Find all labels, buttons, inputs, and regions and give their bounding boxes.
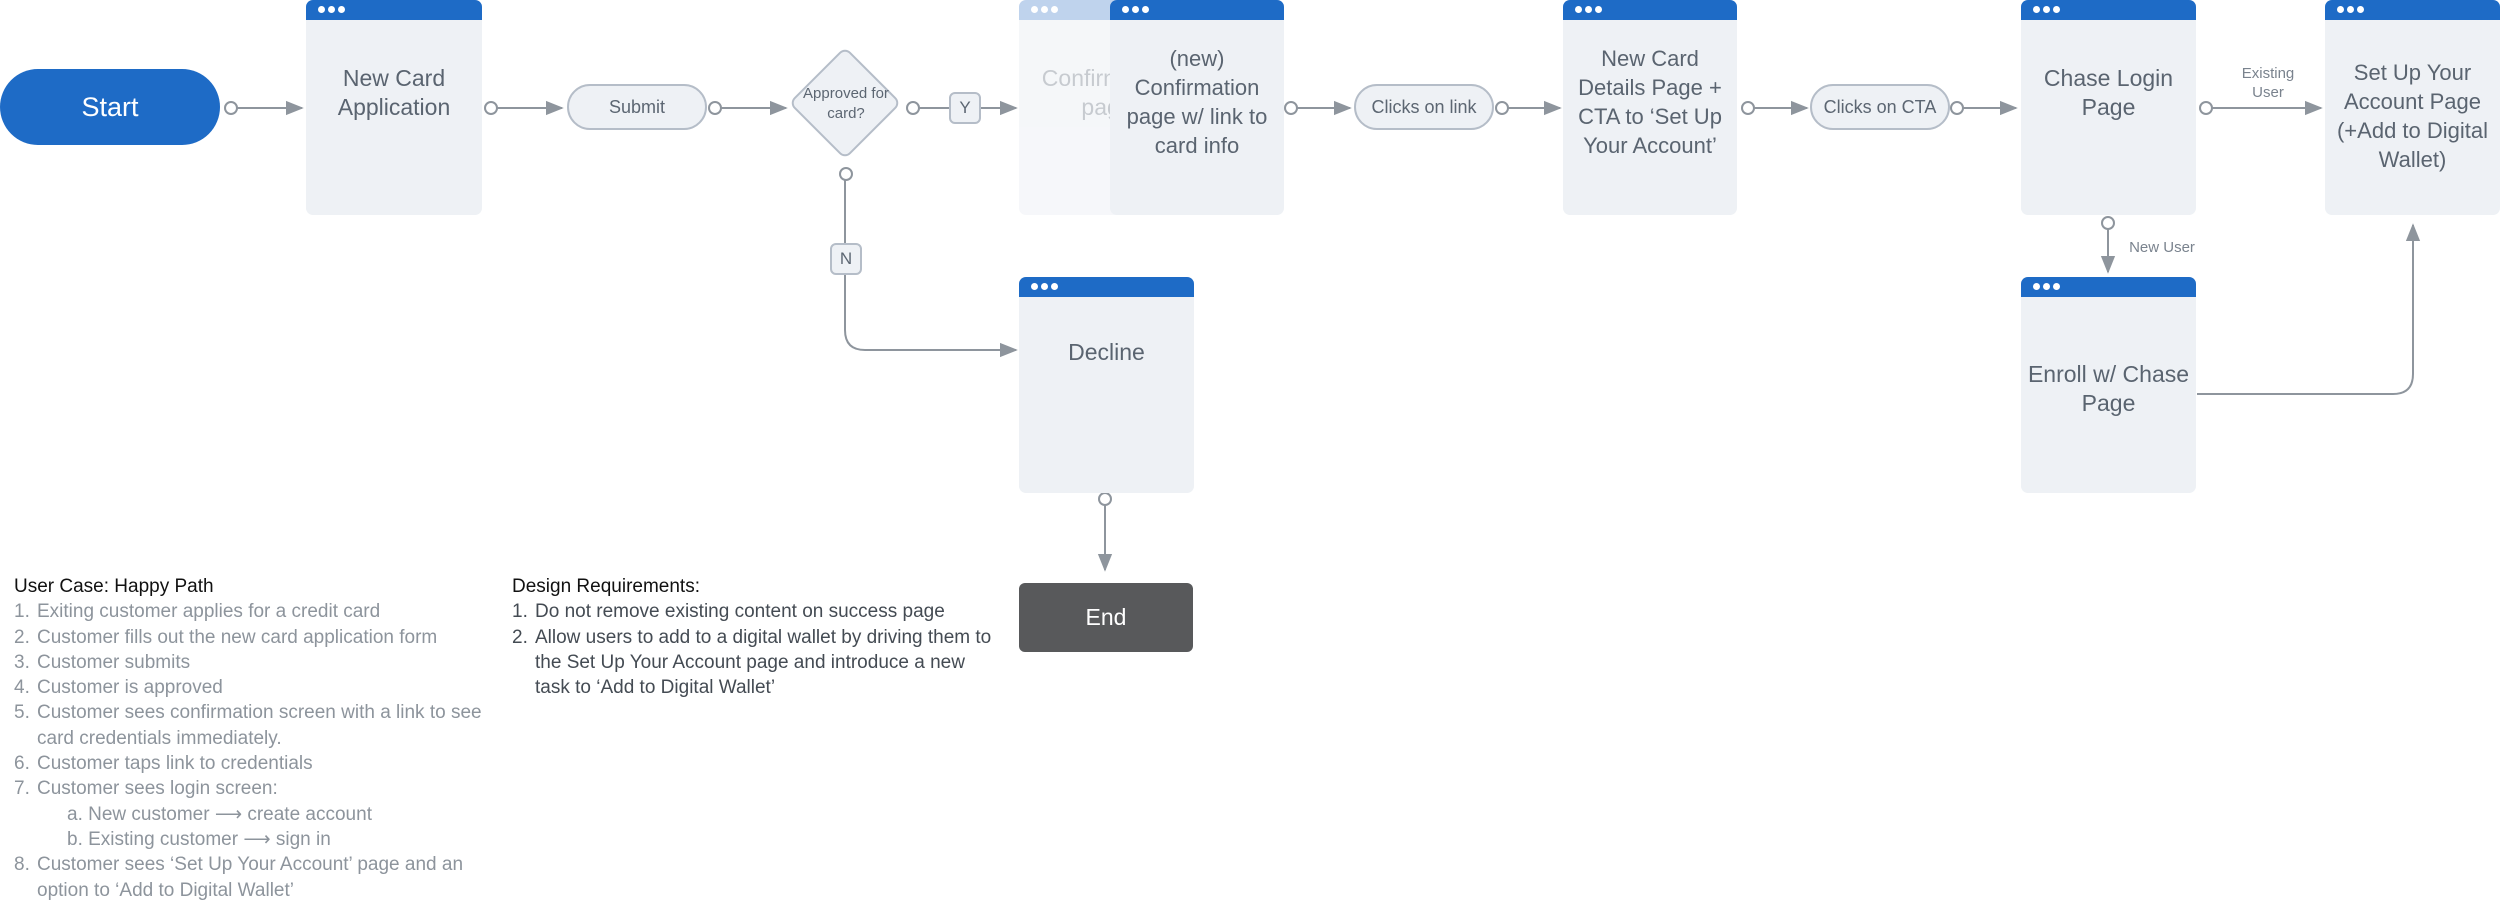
branch-no-label: N xyxy=(830,243,862,275)
list-item: 8. Customer sees ‘Set Up Your Account’ pa… xyxy=(14,852,484,903)
window-dots-icon xyxy=(2033,283,2063,291)
screen-set-up-account[interactable]: Set Up Your Account Page (+Add to Digita… xyxy=(2325,0,2500,215)
port xyxy=(1098,492,1112,506)
list-item: 2. Customer fills out the new card applic… xyxy=(14,625,484,650)
window-titlebar xyxy=(1019,277,1194,297)
screen-new-card-application[interactable]: New Card Application xyxy=(306,0,482,215)
list-item-text: Customer sees login screen: xyxy=(37,778,278,800)
list-item-number: 6. xyxy=(14,753,30,775)
window-titlebar xyxy=(306,0,482,20)
edge-label-new-user: New User xyxy=(2129,239,2195,256)
window-dots-icon xyxy=(318,6,348,14)
screen-decline[interactable]: Decline xyxy=(1019,277,1194,493)
list-item-text: b. Existing customer ⟶ sign in xyxy=(67,828,331,850)
list-item-text: Customer taps link to credentials xyxy=(37,753,313,775)
action-submit[interactable]: Submit xyxy=(567,84,707,130)
screen-label: New Card Details Page + CTA to ‘Set Up Y… xyxy=(1578,46,1722,158)
list-item-text: Allow users to add to a digital wallet b… xyxy=(535,626,992,699)
list-item: 3. Customer submits xyxy=(14,650,484,675)
list-item-number: 7. xyxy=(14,778,30,800)
screen-new-card-details[interactable]: New Card Details Page + CTA to ‘Set Up Y… xyxy=(1563,0,1737,215)
port xyxy=(1284,101,1298,115)
list-item-number: 4. xyxy=(14,677,30,699)
port xyxy=(1950,101,1964,115)
window-dots-icon xyxy=(1031,283,1061,291)
branch-yes-label: Y xyxy=(949,92,981,124)
list-item-number: 2. xyxy=(512,626,528,648)
screen-enroll-chase[interactable]: Enroll w/ Chase Page xyxy=(2021,277,2196,493)
arrow-enroll-to-setup xyxy=(2197,223,2421,395)
list-item: 4. Customer is approved xyxy=(14,675,484,700)
list-item: a. New customer ⟶ create account xyxy=(14,802,484,827)
user-case-title: User Case: Happy Path xyxy=(14,576,214,597)
decision-approved-label: Approved for card? xyxy=(803,85,889,122)
arrow-decision-no xyxy=(844,180,1018,358)
window-dots-icon xyxy=(1122,6,1152,14)
window-dots-icon xyxy=(1031,6,1061,14)
user-case-notes: User Case: Happy Path 1. Exiting customer… xyxy=(14,574,484,903)
screen-label: Chase Login Page xyxy=(2043,64,2174,120)
screen-label: Enroll w/ Chase Page xyxy=(2027,361,2190,416)
list-item-number: 1. xyxy=(512,601,528,623)
list-item-text: Customer sees confirmation screen with a… xyxy=(37,702,482,749)
screen-chase-login[interactable]: Chase Login Page xyxy=(2021,0,2196,215)
window-titlebar xyxy=(1563,0,1737,20)
port xyxy=(708,101,722,115)
list-item: 6. Customer taps link to credentials xyxy=(14,751,484,776)
screen-label: (new) Confirmation page w/ link to card … xyxy=(1126,46,1268,158)
window-titlebar xyxy=(2021,0,2196,20)
list-item-text: Do not remove existing content on succes… xyxy=(535,601,945,623)
list-item: 2. Allow users to add to a digital wallet… xyxy=(512,625,992,701)
list-item-text: Customer submits xyxy=(37,651,191,673)
list-item: 7. Customer sees login screen: xyxy=(14,776,484,801)
port xyxy=(906,101,920,115)
requirements-title: Design Requirements: xyxy=(512,576,700,597)
port xyxy=(2199,101,2213,115)
action-clicks-on-link[interactable]: Clicks on link xyxy=(1354,84,1494,130)
list-item: 5. Customer sees confirmation screen with… xyxy=(14,700,484,751)
window-titlebar xyxy=(1110,0,1284,20)
edge-label-existing-user: Existing User xyxy=(2241,65,2295,101)
list-item-number: 2. xyxy=(14,626,30,648)
list-item-text: Customer is approved xyxy=(37,677,223,699)
port xyxy=(484,101,498,115)
action-clicks-on-cta[interactable]: Clicks on CTA xyxy=(1810,84,1950,130)
start-terminal[interactable]: Start xyxy=(0,69,220,145)
port xyxy=(224,101,238,115)
list-item: b. Existing customer ⟶ sign in xyxy=(14,827,484,852)
screen-label: Decline xyxy=(1068,338,1145,365)
port xyxy=(839,167,853,181)
list-item-text: Customer sees ‘Set Up Your Account’ page… xyxy=(37,854,464,901)
list-item: 1. Do not remove existing content on succ… xyxy=(512,599,992,624)
port xyxy=(2101,216,2115,230)
window-dots-icon xyxy=(2033,6,2063,14)
list-item-text: Customer fills out the new card applicat… xyxy=(37,626,438,648)
list-item-number: 1. xyxy=(14,601,30,623)
user-case-list: 1. Exiting customer applies for a credit … xyxy=(14,599,484,903)
list-item-number: 3. xyxy=(14,651,30,673)
window-dots-icon xyxy=(1575,6,1605,14)
port xyxy=(1741,101,1755,115)
screen-label: New Card Application xyxy=(337,64,451,120)
list-item-number: 8. xyxy=(14,854,30,876)
requirements-list: 1. Do not remove existing content on succ… xyxy=(512,599,992,700)
list-item-text: a. New customer ⟶ create account xyxy=(67,803,372,825)
window-titlebar xyxy=(2021,277,2196,297)
list-item-text: Exiting customer applies for a credit ca… xyxy=(37,601,381,623)
port xyxy=(1495,101,1509,115)
window-titlebar xyxy=(2325,0,2500,20)
screen-new-confirmation[interactable]: (new) Confirmation page w/ link to card … xyxy=(1110,0,1284,215)
list-item: 1. Exiting customer applies for a credit … xyxy=(14,599,484,624)
screen-label: Set Up Your Account Page (+Add to Digita… xyxy=(2336,60,2489,172)
window-dots-icon xyxy=(2337,6,2367,14)
end-terminal[interactable]: End xyxy=(1019,583,1193,652)
list-item-number: 5. xyxy=(14,702,30,724)
design-requirements: Design Requirements: 1. Do not remove exi… xyxy=(512,574,992,700)
